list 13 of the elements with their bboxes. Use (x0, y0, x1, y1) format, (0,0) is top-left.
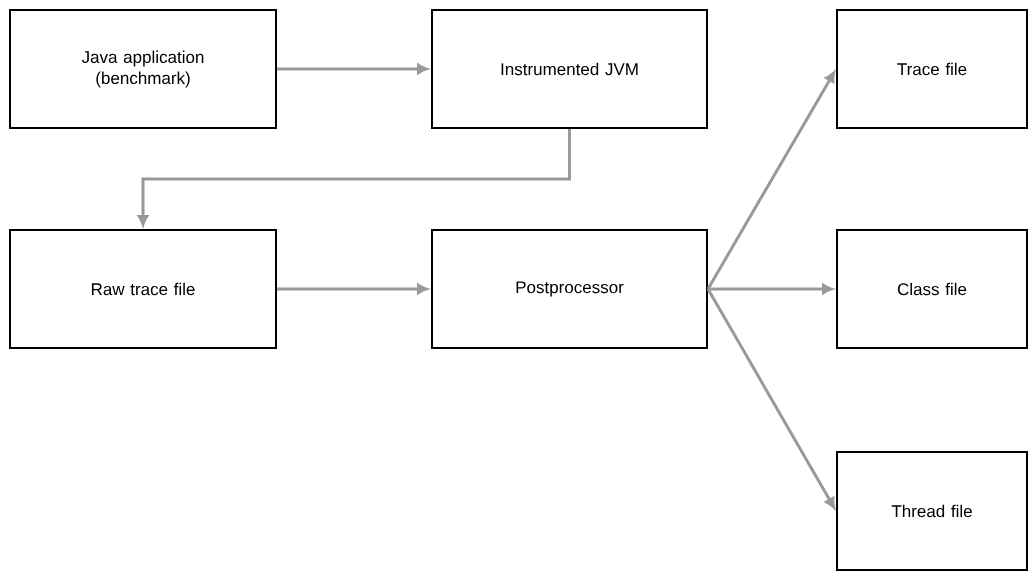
process-box: Thread file (836, 451, 1028, 571)
arrow (277, 283, 428, 295)
process-box: Java application (benchmark) (9, 9, 277, 129)
process-box: Trace file (836, 9, 1028, 129)
arrow (706, 288, 836, 509)
process-box: Raw trace file (9, 229, 277, 349)
arrow (708, 283, 833, 295)
arrow (706, 71, 835, 290)
arrow (277, 63, 428, 75)
arrow (137, 129, 571, 226)
process-box: Postprocessor (431, 229, 708, 349)
process-box: Class file (836, 229, 1028, 349)
process-box: Instrumented JVM (431, 9, 708, 129)
